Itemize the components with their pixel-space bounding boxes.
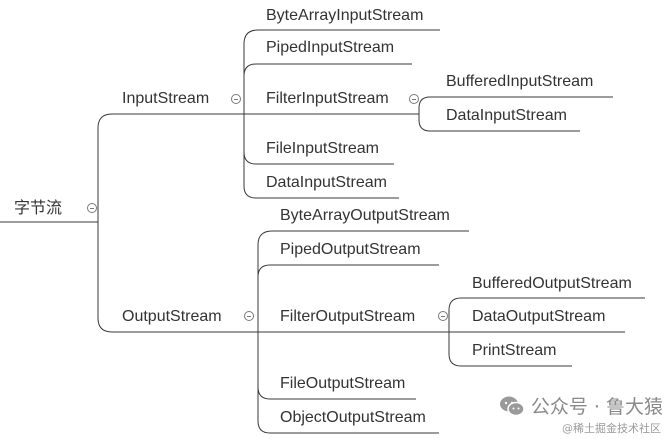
buffered-output-stream-node: BufferedOutputStream (472, 275, 632, 292)
filter-input-stream-collapse-icon[interactable] (409, 94, 419, 104)
byte-array-output-stream-node: ByteArrayOutputStream (280, 207, 450, 224)
filter-data-input-stream-node: DataInputStream (446, 107, 567, 124)
watermark-site: @稀土掘金技术社区 (562, 422, 661, 435)
input-stream-collapse-icon[interactable] (231, 94, 241, 104)
data-input-stream-node: DataInputStream (266, 174, 387, 191)
filter-output-stream-node: FilterOutputStream (280, 308, 416, 325)
data-output-stream-node: DataOutputStream (472, 308, 606, 325)
object-output-stream-node: ObjectOutputStream (280, 409, 426, 426)
root-collapse-icon[interactable] (87, 203, 97, 213)
file-input-stream-node: FileInputStream (266, 140, 379, 157)
watermark: 公众号 · 鲁大猿 (499, 392, 663, 419)
print-stream-node: PrintStream (472, 342, 557, 359)
file-output-stream-node: FileOutputStream (280, 375, 406, 392)
watermark-account: 公众号 · 鲁大猿 (530, 396, 663, 418)
output-stream-node: OutputStream (122, 308, 222, 325)
filter-output-stream-collapse-icon[interactable] (438, 311, 448, 321)
piped-input-stream-node: PipedInputStream (266, 39, 395, 56)
wechat-icon (499, 396, 525, 416)
root-node: 字节流 (14, 198, 63, 217)
output-stream-collapse-icon[interactable] (244, 311, 254, 321)
byte-array-input-stream-node: ByteArrayInputStream (266, 7, 424, 24)
input-stream-node: InputStream (122, 90, 210, 107)
buffered-input-stream-node: BufferedInputStream (446, 73, 594, 90)
filter-input-stream-node: FilterInputStream (266, 90, 389, 107)
piped-output-stream-node: PipedOutputStream (280, 241, 421, 258)
